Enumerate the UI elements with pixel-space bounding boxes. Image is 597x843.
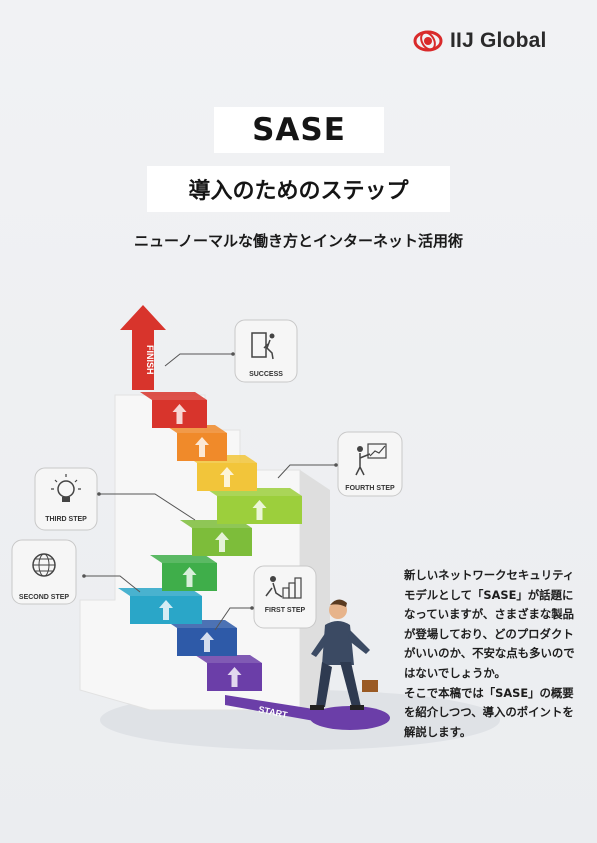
step-arrow-icon-3 (159, 600, 173, 620)
finish-arrow: FINISH (120, 305, 166, 390)
fourth-step-label: FOURTH STEP (345, 485, 395, 492)
success-label: SUCCESS (249, 371, 283, 378)
step-arrow-icon-6 (252, 500, 267, 520)
step-arrow-icon-2 (200, 632, 214, 652)
step-tread-4 (150, 555, 217, 563)
presenter-chart-icon (355, 453, 371, 476)
badge-second-step: SECOND STEP (11, 539, 141, 605)
brand-logo[interactable]: IIJ Global (412, 28, 547, 54)
badge-success: SUCCESS (164, 319, 298, 383)
description-paragraph-1: 新しいネットワークセキュリティモデルとして「SASE」が話題になっていますが、さ… (404, 568, 575, 680)
step-arrow-icon-7 (220, 467, 234, 487)
step-arrow-icon-5 (215, 532, 229, 552)
step-arrow-icon-1 (227, 667, 242, 687)
main-title: SASE (214, 107, 384, 153)
badge-third-step: THIRD STEP (34, 467, 196, 531)
colored-steps (118, 392, 302, 691)
second-step-label: SECOND STEP (19, 594, 70, 601)
climbing-person-icon (265, 582, 283, 598)
businessman-figure (310, 599, 378, 710)
badge-first-step: FIRST STEP (214, 565, 317, 631)
third-step-label: THIRD STEP (45, 516, 87, 523)
step-tread-1 (195, 655, 262, 663)
badge-fourth-step: FOURTH STEP (277, 431, 403, 497)
brand-name: IIJ Global (450, 29, 547, 52)
finish-label: FINISH (145, 345, 155, 375)
page-subtitle: ニューノーマルな働き方とインターネット活用術 (133, 232, 464, 250)
sub-title: 導入のためのステップ (147, 166, 450, 212)
step-arrow-icon-8 (195, 437, 209, 457)
first-step-label: FIRST STEP (265, 607, 306, 614)
staircase-illustration: FINISH START SUCCESS (11, 305, 500, 750)
step-tread-9 (140, 392, 207, 400)
description: 新しいネットワークセキュリティモデルとして「SASE」が話題になっていますが、さ… (404, 566, 584, 742)
step-arrow-icon-9 (172, 404, 187, 424)
description-paragraph-2: そこで本稿では「SASE」の概要を紹介しつつ、導入のポイントを解説します。 (404, 685, 574, 739)
step-arrow-icon-4 (182, 567, 197, 587)
iij-swirl-logo-icon (413, 30, 443, 52)
